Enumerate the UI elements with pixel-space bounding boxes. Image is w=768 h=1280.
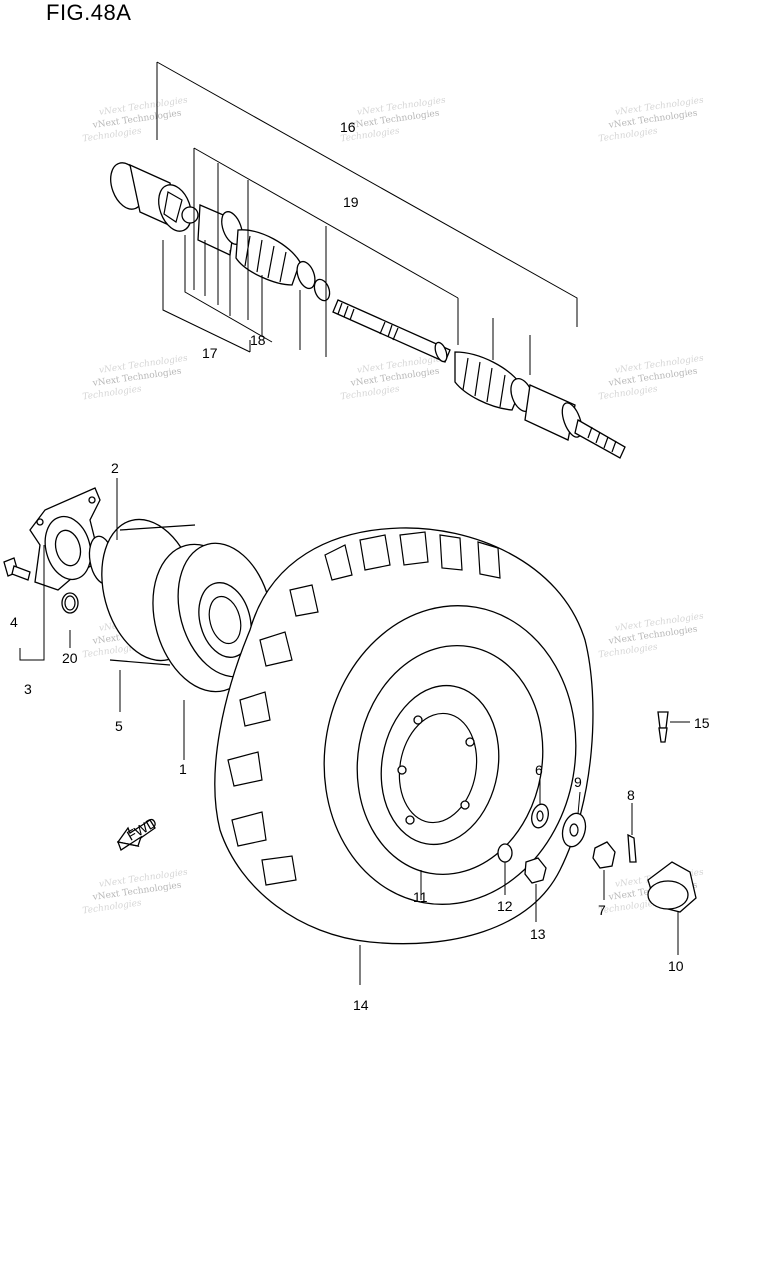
part-label-6: 6 xyxy=(535,762,543,778)
wheel-nut xyxy=(524,857,547,884)
tire-wheel xyxy=(214,527,594,985)
part-label-14: 14 xyxy=(353,997,369,1013)
svg-text:Technologies: Technologies xyxy=(598,384,659,402)
part-label-10: 10 xyxy=(668,958,684,974)
watermark: vNext Technologies vNext Technologies Te… xyxy=(82,95,189,144)
axle-shaft xyxy=(332,299,451,363)
part-label-12: 12 xyxy=(497,898,513,914)
cotter-pin xyxy=(627,833,637,863)
bolt xyxy=(3,557,31,581)
washer-small xyxy=(497,843,513,863)
assembly-leaders xyxy=(156,61,578,375)
tire-valve xyxy=(657,711,669,743)
brake-bracket xyxy=(29,487,101,591)
svg-text:Technologies: Technologies xyxy=(82,384,143,402)
figure-title: FIG.48A xyxy=(46,0,132,25)
part-label-8: 8 xyxy=(627,787,635,803)
watermark: vNext Technologies vNext Technologies Te… xyxy=(598,353,705,402)
watermark: vNext Technologies vNext Technologies Te… xyxy=(598,95,705,144)
part-label-13: 13 xyxy=(530,926,546,942)
part-label-4: 4 xyxy=(10,614,18,630)
part-label-3: 3 xyxy=(24,681,32,697)
cv-joint-inner xyxy=(110,162,199,232)
hub-cap xyxy=(647,861,697,913)
part-label-19: 19 xyxy=(343,194,359,210)
part-label-17: 17 xyxy=(202,345,218,361)
watermark: vNext Technologies vNext Technologies Te… xyxy=(82,867,189,916)
fwd-label: FWD xyxy=(124,814,160,844)
svg-text:Technologies: Technologies xyxy=(82,126,143,144)
part-label-16: 16 xyxy=(340,119,356,135)
part-label-15: 15 xyxy=(694,715,710,731)
part-label-1: 1 xyxy=(179,761,187,777)
washer xyxy=(531,803,549,829)
svg-text:Technologies: Technologies xyxy=(598,126,659,144)
drive-shaft-assembly xyxy=(110,61,626,459)
svg-text:Technologies: Technologies xyxy=(82,898,143,916)
part-label-18: 18 xyxy=(250,332,266,348)
watermark: vNext Technologies vNext Technologies Te… xyxy=(598,611,705,660)
part-label-20: 20 xyxy=(62,650,78,666)
part-labels: 16 19 17 18 2 4 20 3 5 1 15 6 9 8 11 7 1… xyxy=(10,119,710,1013)
boot-outer xyxy=(454,351,626,459)
svg-text:Technologies: Technologies xyxy=(340,384,401,402)
part-label-5: 5 xyxy=(115,718,123,734)
part-label-2: 2 xyxy=(111,460,119,476)
part-label-9: 9 xyxy=(574,774,582,790)
hub-brake-assembly xyxy=(3,478,273,760)
watermark: vNext Technologies vNext Technologies Te… xyxy=(340,353,447,402)
watermark: vNext Technologies vNext Technologies Te… xyxy=(82,353,189,402)
fwd-arrow-icon: FWD xyxy=(116,814,160,851)
svg-text:Technologies: Technologies xyxy=(598,642,659,660)
o-ring-inner xyxy=(64,595,76,611)
part-label-7: 7 xyxy=(598,902,606,918)
part-label-11: 11 xyxy=(413,889,428,905)
castle-nut xyxy=(592,841,616,869)
small-parts xyxy=(497,711,697,955)
